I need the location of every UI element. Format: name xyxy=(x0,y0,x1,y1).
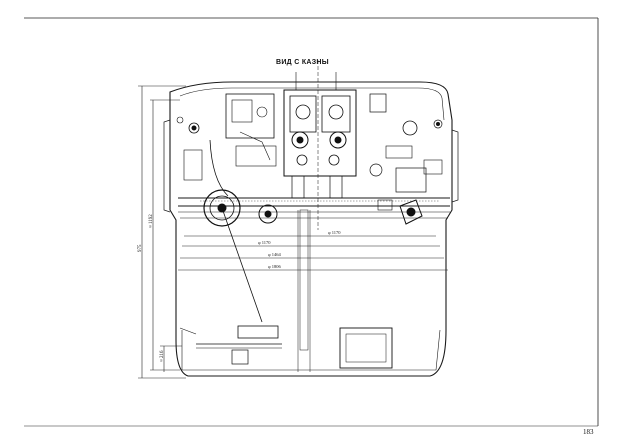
diameter-lines xyxy=(178,235,448,271)
dimension-bottom-offset: ≈ 216 xyxy=(160,350,165,362)
drawing-title: ВИД С КАЗНЫ xyxy=(276,59,329,66)
dimension-dia-1: φ 1170 xyxy=(328,230,341,235)
dimension-overall-height: 975 xyxy=(138,244,143,252)
traverse-handwheel xyxy=(203,189,278,323)
dimension-inner-height: ≈ 1192 xyxy=(149,214,154,228)
right-equipment-panel xyxy=(369,93,443,193)
gun-breech-assembly xyxy=(283,60,357,351)
page-number: 183 xyxy=(583,428,594,436)
floor-details xyxy=(179,210,393,372)
page-frame xyxy=(24,17,599,427)
dimension-dia-4: φ 1806 xyxy=(268,264,281,269)
left-dimension-lines xyxy=(138,85,186,379)
left-equipment-panel xyxy=(176,93,277,197)
elevation-control xyxy=(377,199,423,225)
dimension-dia-3: φ 1464 xyxy=(268,252,281,257)
turret-outline xyxy=(163,81,459,377)
dimension-dia-2: φ 1170 xyxy=(258,240,271,245)
